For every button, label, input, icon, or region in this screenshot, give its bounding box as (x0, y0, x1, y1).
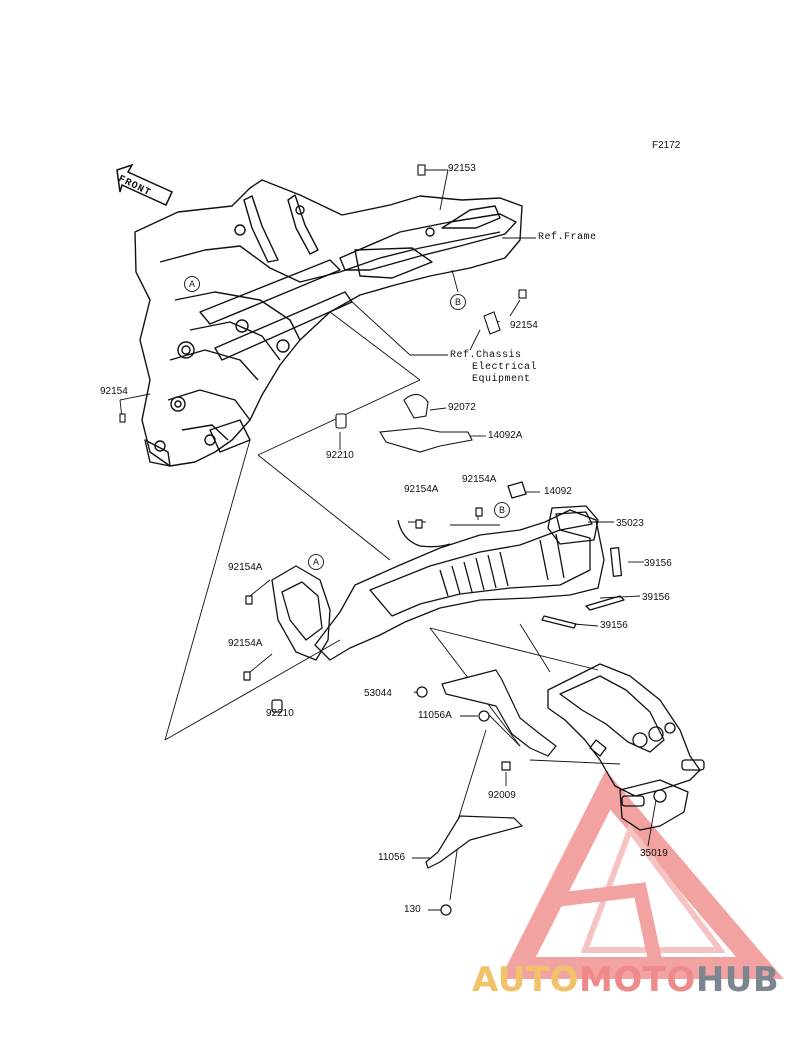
part-label-35019[interactable]: 35019 (640, 848, 668, 859)
part-label-92153[interactable]: 92153 (448, 163, 476, 174)
part-label-92154-right[interactable]: 92154 (510, 320, 538, 331)
callout-b-upper: B (450, 294, 466, 310)
callout-a-upper: A (184, 276, 200, 292)
leader-lines (119, 169, 657, 911)
part-label-14092[interactable]: 14092 (544, 486, 572, 497)
part-label-35023[interactable]: 35023 (616, 518, 644, 529)
part-label-11056a[interactable]: 11056A (418, 710, 452, 721)
main-frame (134, 179, 523, 467)
part-label-92154a-2[interactable]: 92154A (462, 474, 497, 485)
part-label-92210-top[interactable]: 92210 (326, 450, 354, 461)
part-label-92154-left[interactable]: 92154 (100, 386, 128, 397)
part-label-92210-bottom[interactable]: 92210 (266, 708, 294, 719)
part-label-53044[interactable]: 53044 (364, 688, 392, 699)
ref-chassis-electrical-label: Electrical (472, 362, 538, 373)
watermark-hub: HUB (695, 960, 780, 1000)
part-label-14092a[interactable]: 14092A (488, 430, 523, 441)
automotohub-watermark: AUTOMOTOHUB (472, 960, 779, 1000)
part-label-39156-3[interactable]: 39156 (600, 620, 628, 631)
part-label-39156-2[interactable]: 39156 (642, 592, 670, 603)
callout-b-lower: B (494, 502, 510, 518)
part-label-130[interactable]: 130 (404, 904, 421, 915)
part-label-92154a-1[interactable]: 92154A (404, 484, 439, 495)
fasteners-upper (119, 164, 527, 453)
ref-chassis-label: Ref.Chassis (450, 350, 522, 361)
automotohub-logo-icon (500, 770, 784, 979)
part-label-92072[interactable]: 92072 (448, 402, 476, 413)
watermark-moto: MOTO (578, 960, 696, 1000)
callout-a-lower: A (308, 554, 324, 570)
rear-fender-assembly (271, 481, 625, 661)
ref-frame-label: Ref.Frame (538, 232, 597, 243)
license-bracket-parts (243, 507, 557, 916)
part-label-92154a-4[interactable]: 92154A (228, 638, 263, 649)
part-label-39156-1[interactable]: 39156 (644, 558, 672, 569)
part-label-11056[interactable]: 11056 (378, 852, 406, 863)
part-label-92009[interactable]: 92009 (488, 790, 516, 801)
tail-bracket (547, 663, 705, 831)
front-arrow-icon (116, 163, 173, 206)
figure-code: F2172 (652, 140, 681, 151)
ref-chassis-equipment-label: Equipment (472, 374, 531, 385)
part-label-92154a-3[interactable]: 92154A (228, 562, 263, 573)
watermark-auto: AUTO (472, 960, 579, 1000)
